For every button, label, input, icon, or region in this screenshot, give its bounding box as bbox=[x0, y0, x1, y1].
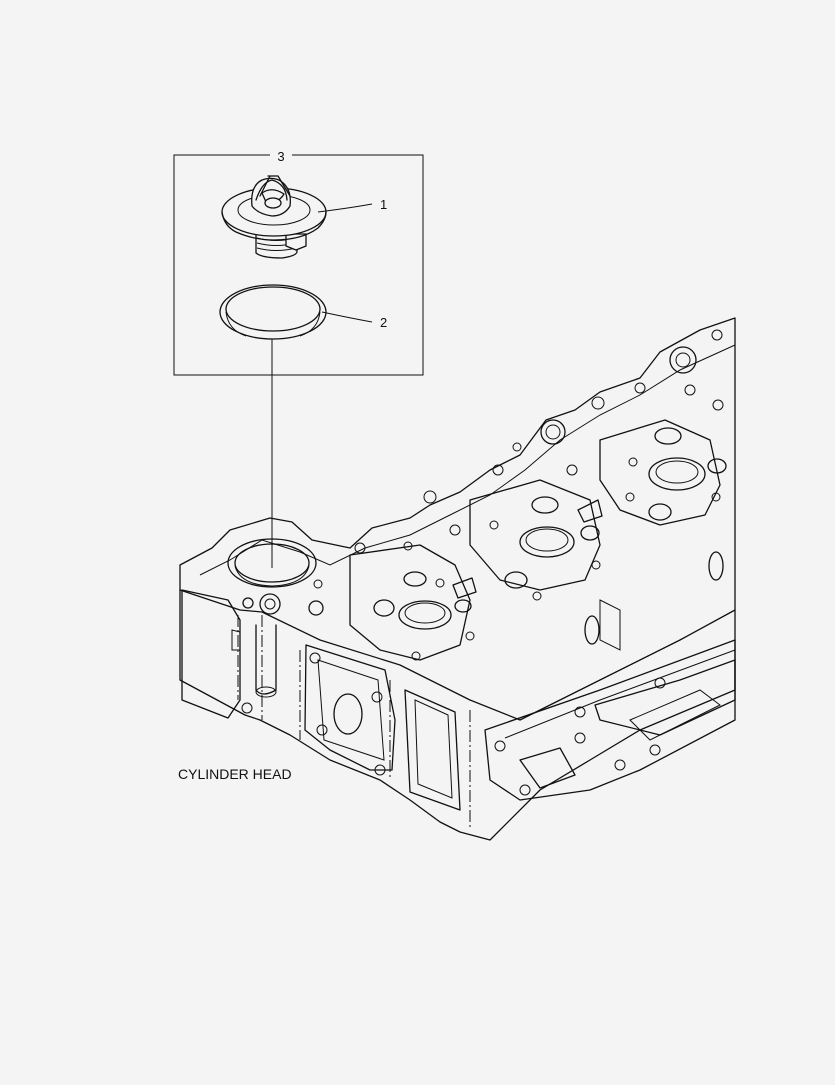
manifold-flange bbox=[484, 639, 736, 801]
o-ring-icon: 2 bbox=[219, 284, 387, 340]
cylinder-2-valves bbox=[469, 479, 603, 601]
callout-2-label: 2 bbox=[380, 315, 387, 330]
thermostat-icon: 1 bbox=[221, 175, 387, 259]
cylinder-3-valves bbox=[599, 419, 727, 526]
callout-3-label: 3 bbox=[277, 149, 284, 164]
cylinder-1-valves bbox=[349, 544, 477, 661]
cylinder-head-icon bbox=[179, 317, 736, 841]
callout-1-label: 1 bbox=[380, 197, 387, 212]
caption-cylinder-head: CYLINDER HEAD bbox=[178, 766, 292, 782]
head-bolt-holes bbox=[313, 329, 724, 589]
assembly-box: 3 bbox=[173, 149, 424, 376]
